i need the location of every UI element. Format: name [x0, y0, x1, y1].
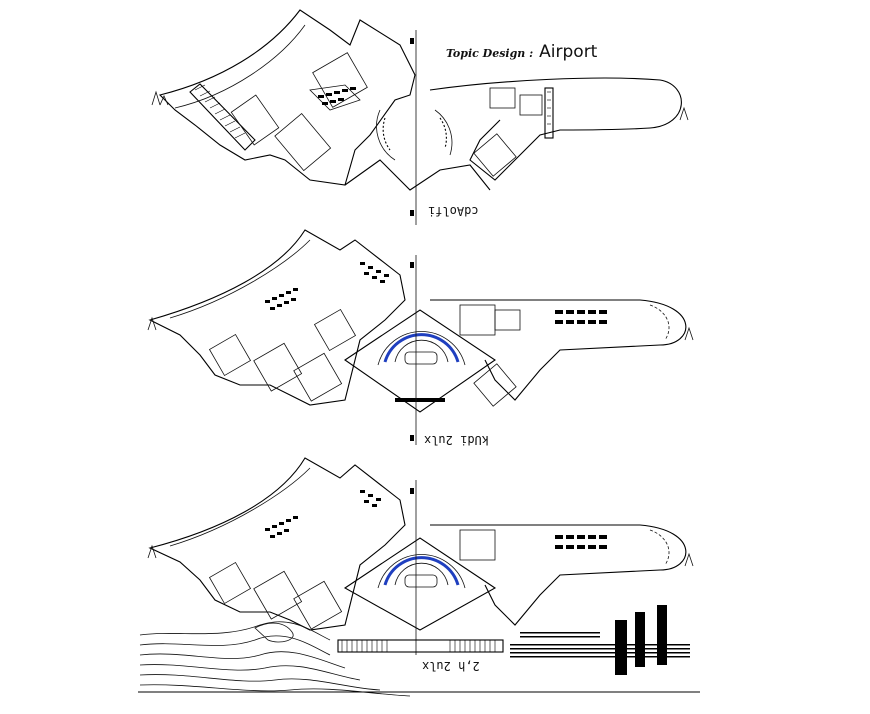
drawing-title: Topic Design : Airport: [446, 42, 597, 62]
plan-3-terrain-contours: [139, 621, 411, 697]
plan-1-stair-strip: [189, 83, 256, 151]
plan-3-seating-right: [555, 535, 607, 549]
title-prefix: Topic Design :: [446, 47, 534, 60]
plan-2-ground-floor: [147, 229, 694, 445]
plan-2-seating-left: [265, 262, 389, 310]
plan-label-1: cdAolfi: [428, 204, 479, 218]
plan-2-terminal-core: [344, 309, 496, 413]
plan-1-site-plan: [151, 9, 689, 225]
plan-2-seating-right: [555, 310, 607, 324]
plan-3-apron-strip: [337, 639, 504, 653]
plan-3-upper-floor: [138, 457, 700, 697]
plan-label-2: kUdi 2ulx: [424, 433, 490, 447]
plan-3-terminal-core: [343, 537, 497, 631]
title-main: Airport: [539, 42, 598, 62]
plan-3-runway-markings: [510, 605, 690, 675]
plan-label-3: 2,h 2ulx: [422, 659, 480, 673]
plan-3-seating-left: [265, 490, 381, 538]
plan-1-seating: [318, 87, 356, 105]
plan-1-rotunda: [376, 109, 453, 161]
